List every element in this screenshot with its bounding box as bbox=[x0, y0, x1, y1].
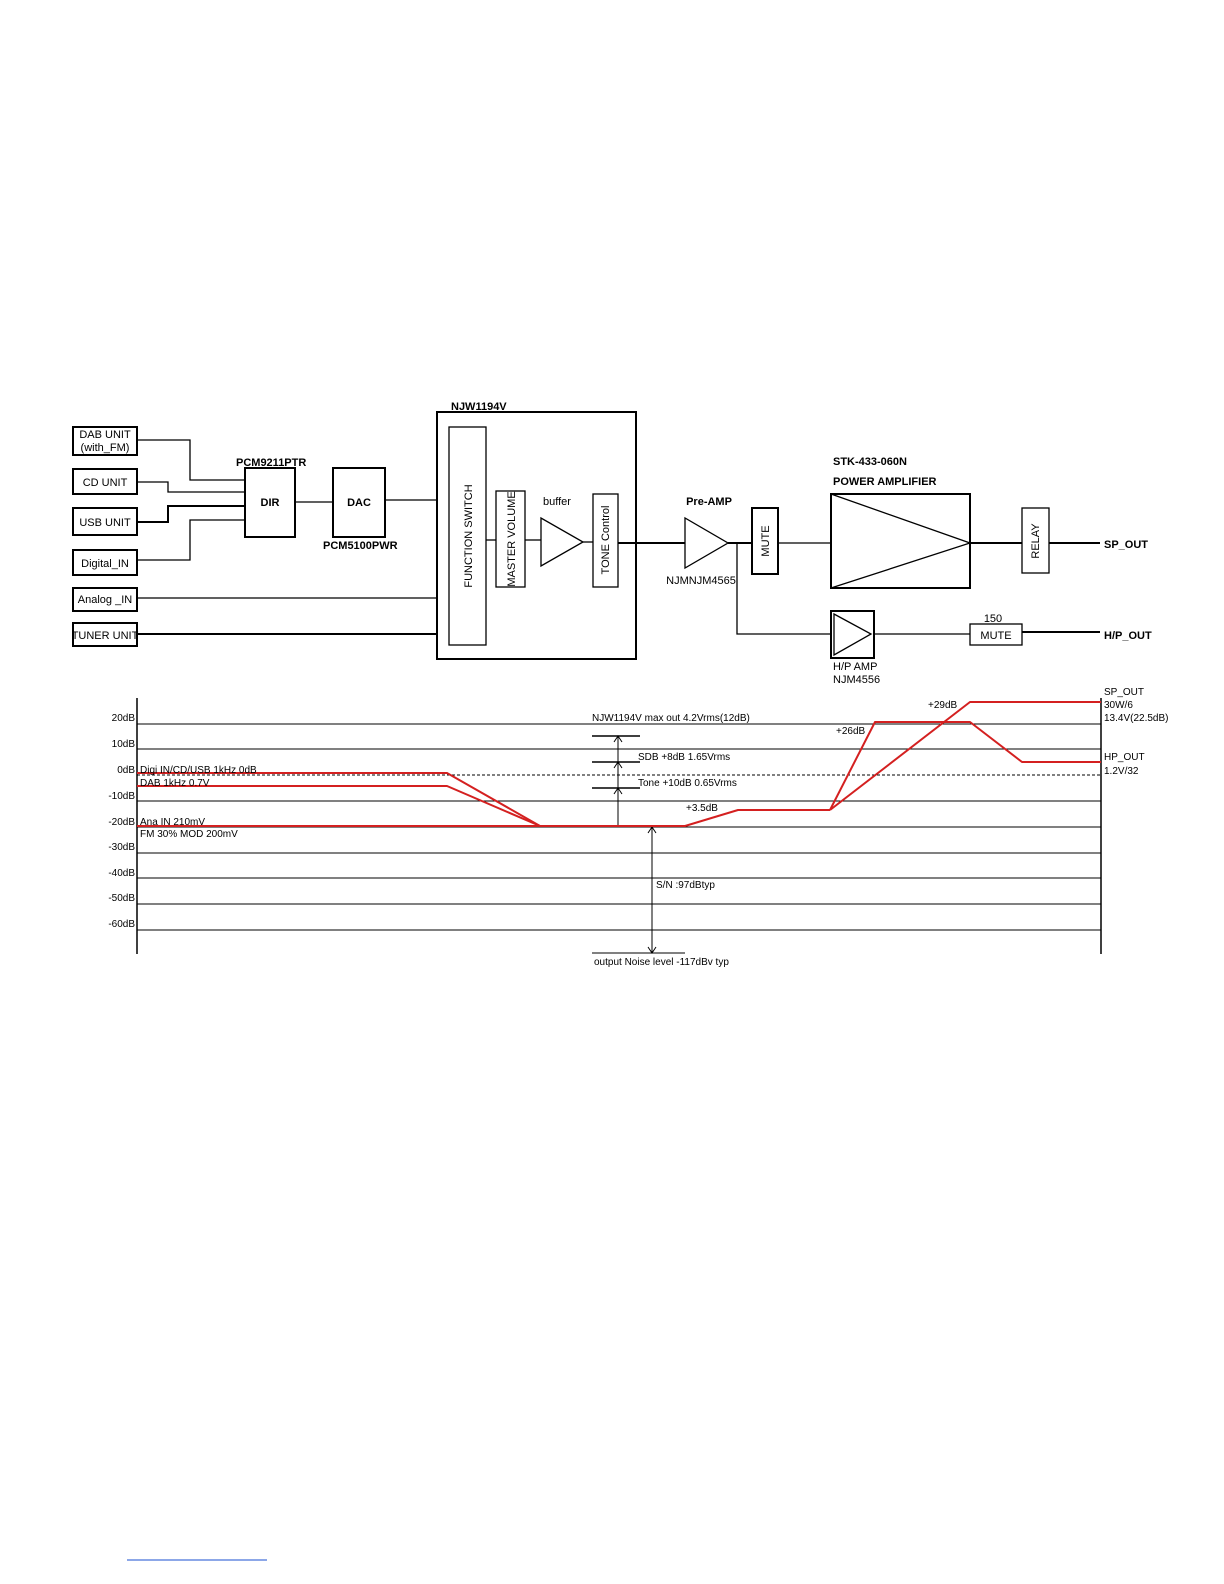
tick-minus30db: -30dB bbox=[108, 842, 135, 853]
digital-wire bbox=[137, 519, 245, 561]
tone-label: Tone +10dB 0.65Vrms bbox=[638, 778, 737, 789]
dac-part-label: PCM5100PWR bbox=[323, 540, 398, 552]
buffer-triangle bbox=[540, 516, 585, 568]
dab-wire bbox=[137, 439, 245, 481]
buffer-label: buffer bbox=[543, 496, 571, 508]
dir-part-label: PCM9211PTR bbox=[236, 457, 306, 469]
dac-label: DAC bbox=[347, 497, 371, 509]
arrow-tone bbox=[613, 787, 623, 795]
src-dab-label: DAB 1kHz 0.7V bbox=[140, 778, 210, 789]
power-amp-triangle bbox=[830, 493, 973, 589]
tick-minus10db: -10dB bbox=[108, 791, 135, 802]
power-amp-label: POWER AMPLIFIER bbox=[833, 476, 937, 488]
master-volume-box bbox=[495, 490, 526, 588]
analog-in-label: Analog _IN bbox=[78, 594, 132, 606]
preamp-label: Pre-AMP bbox=[686, 496, 732, 508]
trace-dab bbox=[137, 785, 541, 827]
digital-in-box bbox=[72, 549, 138, 576]
arrow-max-out bbox=[613, 735, 623, 743]
tick-minus40db: -40dB bbox=[108, 868, 135, 879]
njw1194v-label: NJW1194V bbox=[451, 401, 507, 413]
max-out-label: NJW1194V max out 4.2Vrms(12dB) bbox=[592, 713, 750, 724]
relay-box bbox=[1021, 507, 1050, 574]
dac-box bbox=[332, 467, 386, 538]
function-switch-box bbox=[448, 426, 487, 646]
hp-out-level-label: HP_OUT bbox=[1104, 752, 1145, 763]
hp-branch-wire bbox=[736, 543, 831, 635]
level-labels: 20dB 10dB 0dB -10dB -20dB -30dB -40dB -5… bbox=[108, 687, 1168, 968]
sn-label: S/N :97dBtyp bbox=[656, 880, 715, 891]
gain-hp-label: +26dB bbox=[836, 726, 866, 737]
sp-power-label: 30W/6 bbox=[1104, 700, 1133, 711]
tick-0db: 0dB bbox=[117, 765, 135, 776]
sdb-label: SDB +8dB 1.65Vrms bbox=[638, 752, 730, 763]
hp-out-label: H/P_OUT bbox=[1104, 630, 1152, 642]
tick-minus20db: -20dB bbox=[108, 817, 135, 828]
relay-label: RELAY bbox=[1030, 523, 1042, 559]
tick-minus50db: -50dB bbox=[108, 893, 135, 904]
hp-amp-triangle bbox=[833, 612, 873, 657]
trace-headphone bbox=[829, 721, 1101, 811]
dab-unit-box bbox=[72, 426, 138, 456]
level-traces bbox=[137, 701, 1101, 827]
hp-amp-part-label: NJM4556 bbox=[833, 674, 880, 686]
hp-mute-box bbox=[969, 623, 1023, 646]
njw1194v-box bbox=[436, 411, 637, 660]
gain-sp-label: +29dB bbox=[928, 700, 958, 711]
tone-control-label: TONE Control bbox=[600, 506, 612, 575]
dab-unit-sublabel: (with_FM) bbox=[81, 442, 130, 454]
trace-speaker bbox=[829, 701, 1101, 811]
dab-unit-label: DAB UNIT bbox=[79, 429, 131, 441]
power-amp-box bbox=[830, 493, 971, 589]
src-digital-label: Digi IN/CD/USB 1kHz 0dB bbox=[140, 765, 257, 776]
sp-out-level-label: SP_OUT bbox=[1104, 687, 1144, 698]
cd-unit-label: CD UNIT bbox=[83, 477, 128, 489]
tone-control-box bbox=[592, 493, 619, 588]
mute-label: MUTE bbox=[760, 525, 772, 556]
src-fm-label: FM 30% MOD 200mV bbox=[140, 829, 238, 840]
cd-wire bbox=[137, 481, 245, 493]
usb-wire bbox=[137, 505, 245, 523]
src-analog-label: Ana IN 210mV bbox=[140, 817, 205, 828]
power-amp-part-label: STK-433-060N bbox=[833, 456, 907, 468]
master-volume-label: MASTER VOLUME bbox=[506, 491, 518, 586]
mute-box bbox=[751, 507, 779, 575]
hp-amp-label: H/P AMP bbox=[833, 661, 877, 673]
analog-in-box bbox=[72, 587, 138, 612]
sp-level-label: 13.4V(22.5dB) bbox=[1104, 713, 1169, 724]
tuner-unit-label: TUNER UNIT bbox=[72, 630, 139, 642]
gain-pre-label: +3.5dB bbox=[686, 803, 718, 814]
hp-mute-label: MUTE bbox=[980, 630, 1011, 642]
function-switch-label: FUNCTION SWITCH bbox=[463, 484, 475, 587]
sp-out-label: SP_OUT bbox=[1104, 539, 1148, 551]
trace-main bbox=[137, 809, 830, 827]
block-labels: DAB UNIT (with_FM) CD UNIT USB UNIT Digi… bbox=[72, 401, 1152, 686]
dir-label: DIR bbox=[261, 497, 280, 509]
hp-amp-box bbox=[830, 610, 875, 659]
tick-20db: 20dB bbox=[112, 713, 136, 724]
usb-unit-label: USB UNIT bbox=[79, 517, 131, 529]
arrow-sdb bbox=[613, 761, 623, 769]
noise-label: output Noise level -117dBv typ bbox=[594, 957, 729, 968]
tick-10db: 10dB bbox=[112, 739, 136, 750]
block-diagram bbox=[72, 411, 1100, 660]
trace-digital bbox=[137, 772, 541, 827]
digital-in-label: Digital_IN bbox=[81, 558, 129, 570]
hp-level-label: 1.2V/32 bbox=[1104, 766, 1139, 777]
preamp-part-label: NJMNJM4565 bbox=[666, 575, 736, 587]
preamp-triangle bbox=[684, 516, 730, 570]
tick-minus60db: -60dB bbox=[108, 919, 135, 930]
hp-resistor-label: 150 bbox=[984, 613, 1002, 625]
